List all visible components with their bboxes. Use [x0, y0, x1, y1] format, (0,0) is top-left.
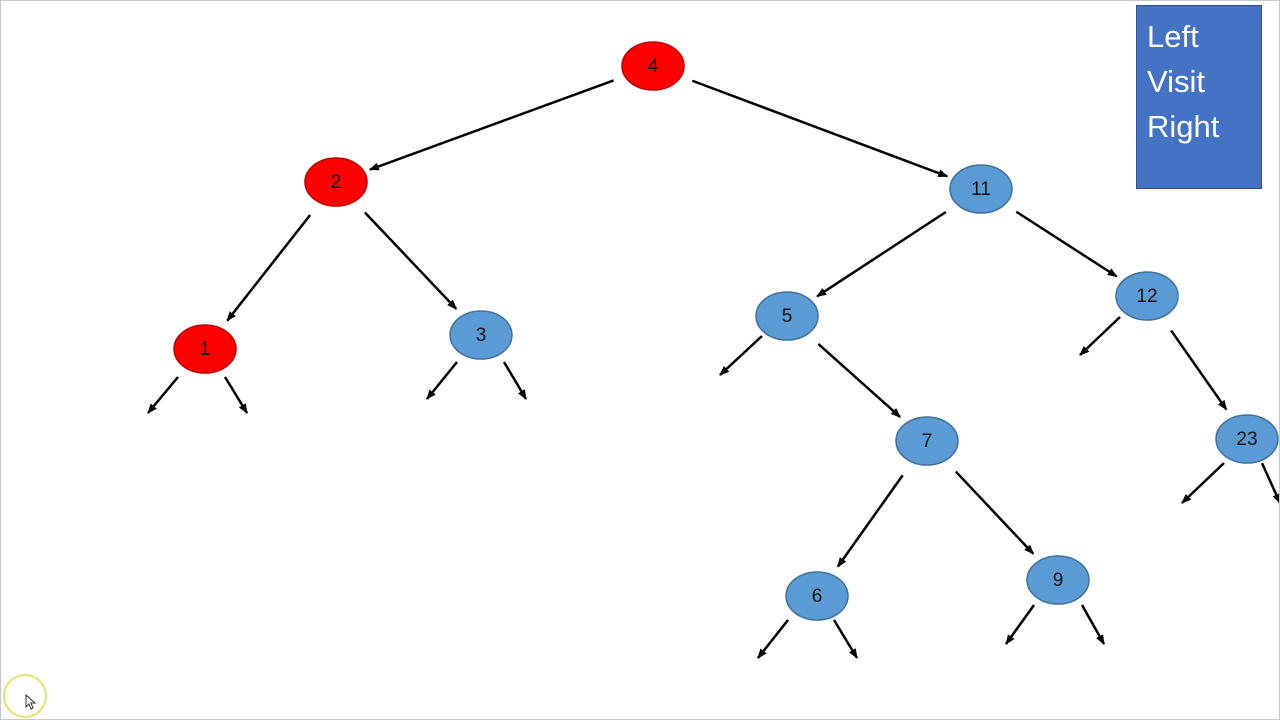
edge-arrow-n4-n2	[368, 79, 614, 171]
edge-arrow-n11-n5	[816, 210, 947, 298]
edge-arrow-n5-n7	[817, 343, 901, 418]
node-circle-4	[621, 41, 685, 91]
node-circle-11	[949, 164, 1013, 214]
node-circle-9	[1026, 555, 1090, 605]
tree-node-1: 1	[173, 324, 237, 374]
edge-arrow-n2-n3	[363, 211, 458, 310]
null-child-arrow-n3-1	[502, 361, 528, 400]
tree-node-2: 2	[304, 157, 368, 207]
node-circle-3	[449, 310, 513, 360]
node-circle-23	[1215, 414, 1279, 464]
tree-node-3: 3	[449, 310, 513, 360]
node-label-2: 2	[331, 172, 342, 193]
legend-line-visit: Visit	[1147, 64, 1206, 99]
node-label-5: 5	[782, 306, 793, 327]
tree-node-7: 7	[895, 416, 959, 466]
null-child-arrow-n23-1	[1260, 462, 1280, 504]
null-child-arrow-n6-0	[757, 619, 789, 659]
node-label-7: 7	[922, 431, 933, 452]
null-child-arrow-n1-1	[223, 376, 249, 414]
legend-line-left: Left	[1147, 19, 1199, 54]
node-circle-7	[895, 416, 959, 466]
edge-arrow-n11-n12	[1015, 210, 1118, 278]
null-child-arrow-n12-0	[1079, 316, 1121, 356]
tree-node-5: 5	[755, 291, 819, 341]
null-child-arrow-n9-0	[1004, 604, 1036, 645]
traversal-order-legend: Left Visit Right	[1136, 5, 1262, 189]
edge-arrow-n7-n9	[954, 470, 1035, 555]
node-circle-6	[785, 571, 849, 621]
null-child-arrow-n9-1	[1080, 604, 1106, 645]
null-child-arrow-n23-0	[1181, 462, 1225, 504]
edge-layer	[226, 79, 1228, 568]
legend-line-right: Right	[1147, 109, 1220, 144]
tree-node-4: 4	[621, 41, 685, 91]
node-label-23: 23	[1236, 429, 1257, 450]
cursor-highlight-ring	[3, 674, 47, 718]
node-label-12: 12	[1136, 286, 1157, 307]
tree-node-9: 9	[1026, 555, 1090, 605]
mouse-pointer-icon	[25, 694, 37, 710]
tree-node-12: 12	[1115, 271, 1179, 321]
node-label-1: 1	[200, 339, 211, 360]
edge-arrow-n4-n11	[691, 79, 949, 178]
node-label-4: 4	[648, 56, 659, 77]
node-circle-5	[755, 291, 819, 341]
node-circle-1	[173, 324, 237, 374]
tree-node-11: 11	[949, 164, 1013, 214]
node-circle-12	[1115, 271, 1179, 321]
null-child-arrow-n3-0	[426, 361, 458, 400]
edge-arrow-n7-n6	[836, 474, 904, 568]
tree-node-23: 23	[1215, 414, 1279, 464]
node-label-6: 6	[812, 586, 823, 607]
null-child-arrow-n6-1	[832, 619, 859, 659]
node-label-3: 3	[476, 325, 487, 346]
edge-arrow-n12-n23	[1170, 329, 1228, 411]
tree-node-6: 6	[785, 571, 849, 621]
null-child-arrow-n5-0	[719, 335, 763, 376]
edge-arrow-n2-n1	[226, 214, 312, 322]
node-circle-2	[304, 157, 368, 207]
null-pointer-layer	[147, 316, 1280, 659]
node-label-9: 9	[1053, 570, 1064, 591]
null-child-arrow-n1-0	[147, 376, 179, 414]
node-label-11: 11	[971, 179, 991, 200]
